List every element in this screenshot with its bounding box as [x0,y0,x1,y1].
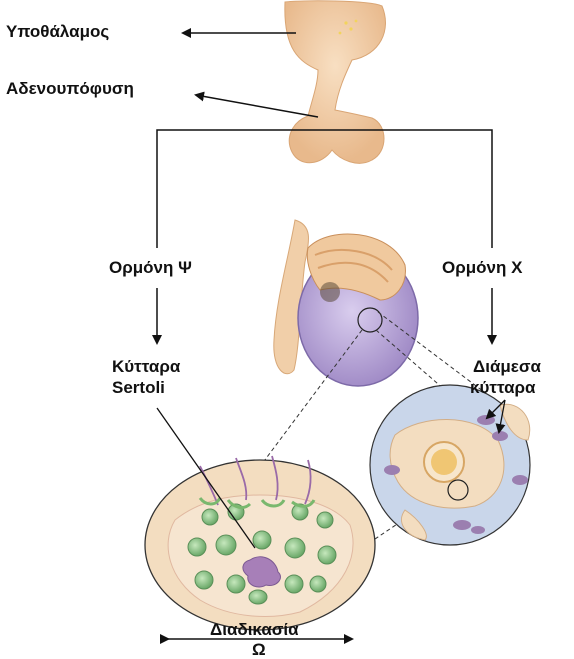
interstitial-label-line1: Διάμεσα [473,357,541,376]
sertoli-label-line2: Sertoli [112,378,165,397]
hypothalamus-label: Υποθάλαμος [6,22,109,41]
pituitary-illustration [285,1,386,163]
sertoli-label-line1: Κύτταρα [112,357,180,376]
interstitial-tissue-view [370,385,530,545]
adenohypophysis-pointer [196,95,318,117]
process-label-line2: Ω [252,640,266,659]
interstitial-label-line2: κύτταρα [470,378,536,397]
process-label-line1: Διαδικασία [210,620,299,639]
hormone-psi-label: Ορμόνη Ψ [109,258,192,277]
testis-illustration [274,220,418,386]
hormone-x-label: Ορμόνη Χ [442,258,522,277]
seminiferous-tubule-view [145,456,375,630]
adenohypophysis-label: Αδενουπόφυση [6,79,134,98]
